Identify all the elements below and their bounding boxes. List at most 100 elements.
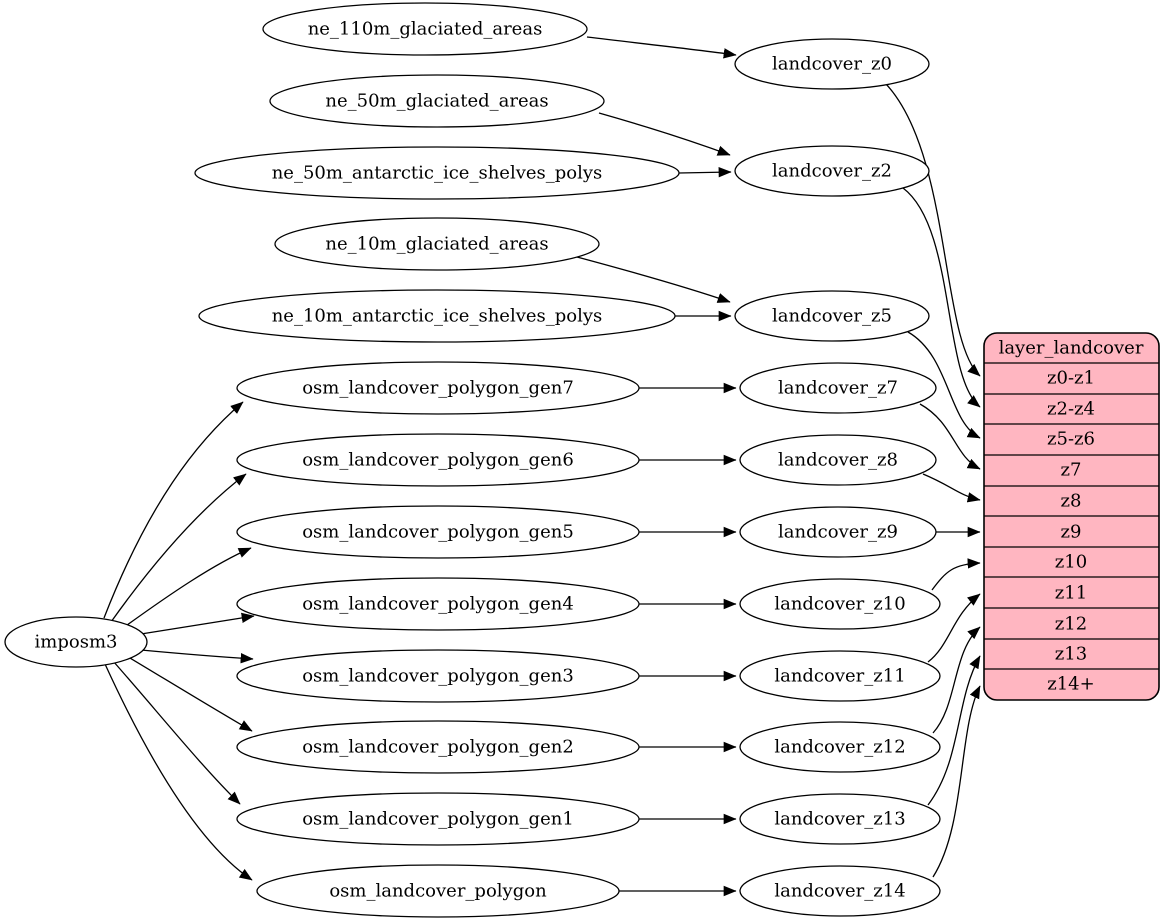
node-osm-landcover-polygon-gen5: osm_landcover_polygon_gen5 (236, 505, 640, 559)
layer-row-z10: z10 (1055, 552, 1087, 573)
node-landcover-z10-shape (739, 578, 941, 630)
node-landcover-z7-label: landcover_z7 (778, 378, 898, 399)
edge-imposm3-to-osm-landcover-polygon-gen3 (140, 649, 254, 664)
node-osm-landcover-polygon-gen6: osm_landcover_polygon_gen6 (236, 433, 640, 487)
node-landcover-z2-label: landcover_z2 (772, 161, 892, 182)
edge-landcover-z11-to-layer-row-z11 (927, 593, 981, 663)
layer-row-z11: z11 (1055, 583, 1087, 604)
node-landcover-z0-label: landcover_z0 (772, 54, 892, 75)
node-osm-landcover-polygon-gen1-shape (236, 792, 640, 846)
edge-landcover-z2-to-layer-row-z2-z4 (902, 187, 981, 408)
layer-row-z9: z9 (1061, 522, 1082, 543)
node-osm-landcover-polygon-gen2-label: osm_landcover_polygon_gen2 (302, 737, 574, 758)
layer-row-z0-z1: z0-z1 (1047, 368, 1095, 389)
layer-row-z7: z7 (1061, 460, 1082, 481)
node-landcover-z5-shape (734, 290, 930, 342)
node-ne-50m-antarctic-ice-shelves-polys-shape (194, 146, 680, 200)
node-ne-50m-glaciated-areas: ne_50m_glaciated_areas (269, 74, 605, 128)
node-landcover-z11-shape (739, 650, 941, 702)
edge-landcover-z13-to-layer-row-z13 (927, 655, 981, 806)
node-ne-10m-antarctic-ice-shelves-polys-label: ne_10m_antarctic_ice_shelves_polys (272, 306, 603, 327)
node-landcover-z13-label: landcover_z13 (774, 809, 905, 830)
edge-landcover-z5-to-layer-row-z5-z6 (907, 331, 981, 439)
node-landcover-z2: landcover_z2 (734, 145, 930, 197)
node-ne-110m-glaciated-areas: ne_110m_glaciated_areas (262, 2, 588, 56)
node-osm-landcover-polygon-gen3: osm_landcover_polygon_gen3 (236, 649, 640, 703)
node-osm-landcover-polygon-gen4-label: osm_landcover_polygon_gen4 (302, 594, 574, 615)
node-landcover-z8-label: landcover_z8 (778, 450, 898, 471)
node-imposm3: imposm3 (4, 616, 148, 668)
node-landcover-z2-shape (734, 145, 930, 197)
node-imposm3-label: imposm3 (35, 632, 118, 653)
layer-row-z12: z12 (1055, 614, 1087, 635)
node-landcover-z11-label: landcover_z11 (774, 666, 905, 687)
node-landcover-z5: landcover_z5 (734, 290, 930, 342)
node-ne-110m-glaciated-areas-shape (262, 2, 588, 56)
node-landcover-z5-label: landcover_z5 (772, 306, 892, 327)
node-osm-landcover-polygon-shape (256, 864, 620, 918)
node-osm-landcover-polygon-gen2: osm_landcover_polygon_gen2 (236, 720, 640, 774)
edge-landcover-z14-to-layer-row-z14plus (932, 685, 981, 878)
layer-row-z13: z13 (1055, 644, 1087, 665)
node-ne-10m-antarctic-ice-shelves-polys-shape (198, 289, 676, 343)
node-ne-50m-antarctic-ice-shelves-polys: ne_50m_antarctic_ice_shelves_polys (194, 146, 680, 200)
node-landcover-z9-shape (739, 506, 937, 558)
edge-landcover-z8-to-layer-row-z8 (922, 473, 981, 503)
node-ne-50m-glaciated-areas-label: ne_50m_glaciated_areas (325, 91, 548, 112)
layer-row-z5-z6: z5-z6 (1047, 429, 1095, 450)
layer-row-z8: z8 (1061, 491, 1082, 512)
node-osm-landcover-polygon-gen2-shape (236, 720, 640, 774)
layer-row-z2-z4: z2-z4 (1047, 399, 1095, 420)
node-ne-50m-antarctic-ice-shelves-polys-label: ne_50m_antarctic_ice_shelves_polys (272, 163, 603, 184)
edge-imposm3-to-osm-landcover-polygon-gen2 (124, 654, 253, 732)
layer-landcover-title: layer_landcover (999, 338, 1144, 359)
node-landcover-z10-label: landcover_z10 (774, 594, 905, 615)
node-landcover-z12-label: landcover_z12 (774, 737, 905, 758)
node-ne-10m-antarctic-ice-shelves-polys: ne_10m_antarctic_ice_shelves_polys (198, 289, 676, 343)
node-landcover-z10: landcover_z10 (739, 578, 941, 630)
node-imposm3-shape (4, 616, 148, 668)
edge-imposm3-to-osm-landcover-polygon-gen7 (103, 401, 244, 619)
node-landcover-z8-shape (739, 434, 937, 486)
edge-ne-50m-glaciated-areas-to-landcover-z2 (598, 112, 731, 156)
node-osm-landcover-polygon-gen4: osm_landcover_polygon_gen4 (236, 577, 640, 631)
edge-imposm3-to-osm-landcover-polygon-gen4 (140, 612, 255, 635)
node-osm-landcover-polygon-gen3-label: osm_landcover_polygon_gen3 (302, 666, 574, 687)
node-ne-10m-glaciated-areas-shape (274, 217, 600, 271)
node-ne-110m-glaciated-areas-label: ne_110m_glaciated_areas (308, 19, 543, 40)
node-osm-landcover-polygon-gen3-shape (236, 649, 640, 703)
edge-ne-50m-antarctic-ice-shelves-polys-to-landcover-z2 (678, 167, 732, 178)
node-landcover-z9-label: landcover_z9 (778, 522, 898, 543)
edge-landcover-z12-to-layer-row-z12 (932, 626, 981, 734)
node-landcover-z14: landcover_z14 (739, 865, 941, 917)
node-landcover-z8: landcover_z8 (739, 434, 937, 486)
edge-imposm3-to-osm-landcover-polygon (104, 663, 253, 881)
node-landcover-z11: landcover_z11 (739, 650, 941, 702)
edge-imposm3-to-osm-landcover-polygon-gen6 (110, 473, 247, 623)
node-osm-landcover-polygon-gen7: osm_landcover_polygon_gen7 (236, 361, 640, 415)
node-ne-10m-glaciated-areas: ne_10m_glaciated_areas (274, 217, 600, 271)
node-landcover-z14-label: landcover_z14 (774, 881, 905, 902)
edge-ne-110m-glaciated-areas-to-landcover-z0 (586, 36, 737, 59)
node-landcover-z0-shape (734, 38, 930, 90)
node-landcover-z7: landcover_z7 (739, 362, 937, 414)
layer-row-z14plus: z14+ (1047, 674, 1094, 695)
node-osm-landcover-polygon-gen1-label: osm_landcover_polygon_gen1 (302, 809, 574, 830)
edge-ne-10m-glaciated-areas-to-landcover-z5 (576, 256, 731, 303)
node-ne-10m-glaciated-areas-label: ne_10m_glaciated_areas (325, 234, 548, 255)
node-osm-landcover-polygon-gen6-label: osm_landcover_polygon_gen6 (302, 450, 574, 471)
node-landcover-z13-shape (739, 793, 941, 845)
edges (103, 36, 981, 897)
node-landcover-z9: landcover_z9 (739, 506, 937, 558)
node-osm-landcover-polygon-gen5-shape (236, 505, 640, 559)
node-osm-landcover-polygon-label: osm_landcover_polygon (329, 881, 547, 902)
edge-landcover-z7-to-layer-row-z7 (919, 403, 981, 470)
node-landcover-z0: landcover_z0 (734, 38, 930, 90)
edge-landcover-z0-to-layer-row-z0-z1 (885, 83, 981, 377)
node-osm-landcover-polygon: osm_landcover_polygon (256, 864, 620, 918)
node-osm-landcover-polygon-gen6-shape (236, 433, 640, 487)
node-layer-landcover: layer_landcover z0-z1 z2-z4 z5-z6 z7 z8 … (983, 332, 1160, 701)
edge-landcover-z10-to-layer-row-z10 (931, 558, 981, 591)
node-ne-50m-glaciated-areas-shape (269, 74, 605, 128)
